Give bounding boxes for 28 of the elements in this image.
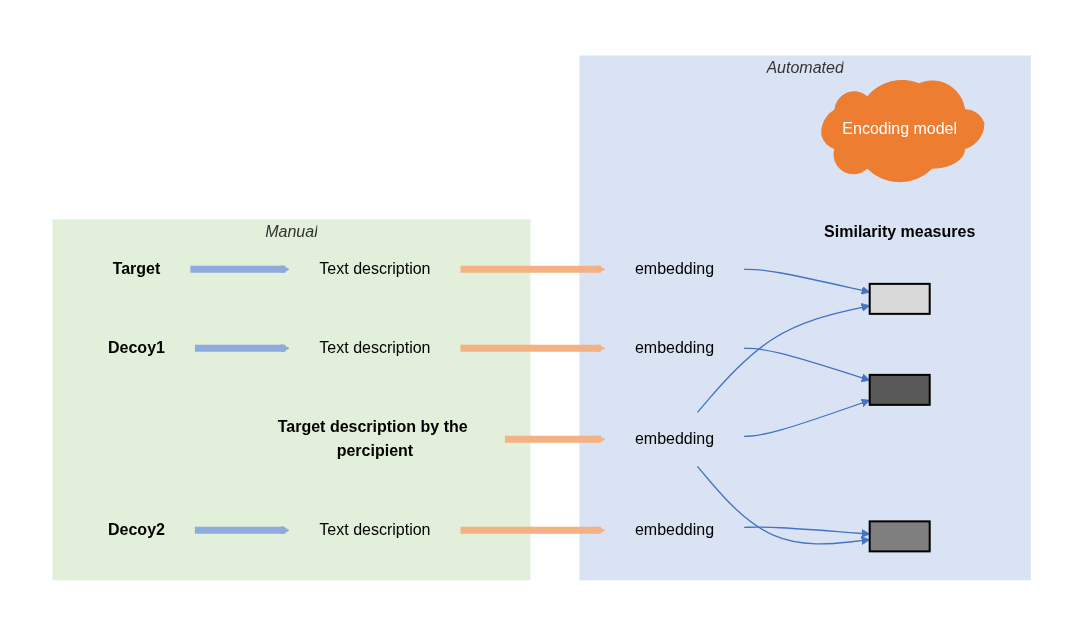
arrow	[743, 398, 871, 437]
node-text: Target description by the percipient	[278, 417, 469, 459]
node-text: Text description	[319, 520, 431, 538]
arrow	[190, 264, 291, 274]
arrow	[743, 268, 871, 295]
arrow	[743, 347, 871, 382]
node-text: embedding	[635, 429, 715, 447]
arrow	[743, 525, 871, 538]
node-box	[869, 519, 932, 552]
node-text: embedding	[635, 259, 715, 277]
arrow	[460, 264, 606, 274]
node-text: Decoy1	[108, 338, 166, 356]
arrow	[195, 525, 291, 535]
arrow	[505, 434, 606, 444]
node-text: Text description	[319, 338, 431, 356]
node-text: Similarity measures	[824, 222, 976, 240]
arrow	[460, 343, 606, 353]
node-text: Text description	[319, 259, 431, 277]
arrow	[460, 525, 606, 535]
node-text: Decoy2	[108, 520, 166, 538]
arrow	[195, 343, 291, 353]
node-text: embedding	[635, 338, 715, 356]
node-text: Target	[112, 259, 161, 277]
node-box	[869, 373, 932, 406]
node-box	[869, 282, 932, 315]
node-text: embedding	[635, 520, 715, 538]
arrow	[697, 302, 871, 413]
arrow	[697, 465, 871, 545]
